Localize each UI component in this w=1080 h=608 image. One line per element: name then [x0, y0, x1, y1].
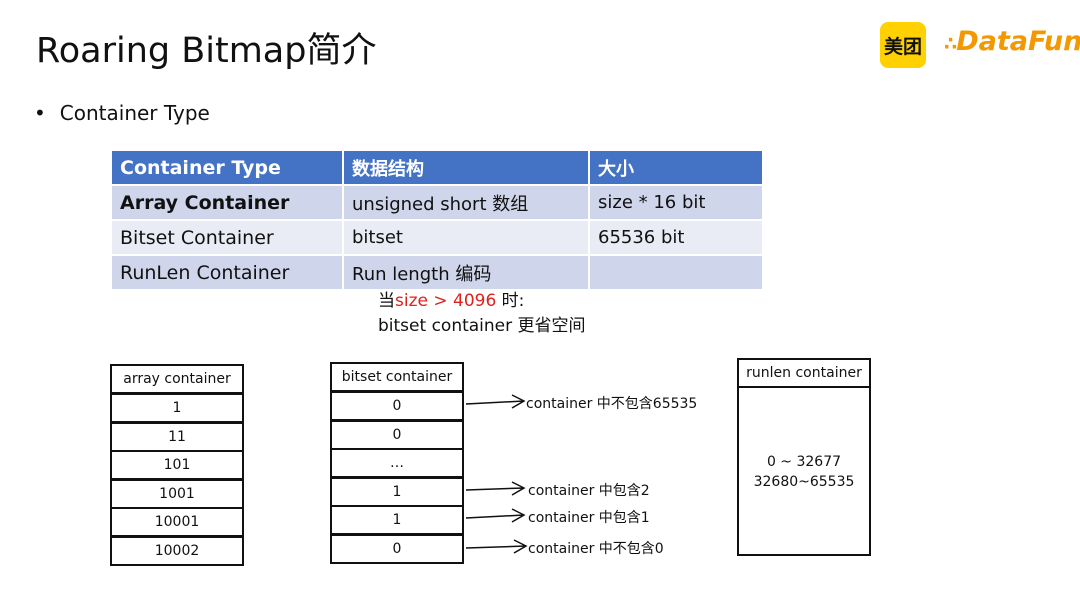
table-cell: RunLen Container [110, 254, 344, 291]
meituan-logo: 美团 [880, 22, 926, 68]
table-header-cell: 大小 [588, 149, 764, 186]
note-line-1: 当size > 4096 时: [378, 289, 586, 314]
table-cell: unsigned short 数组 [342, 184, 590, 221]
table-cell: Array Container [110, 184, 344, 221]
array-cell: 1001 [110, 479, 244, 509]
runlen-range-1: 0 ~ 32677 [766, 454, 842, 470]
arrow-1 [465, 508, 526, 523]
table-header-row: Container Type 数据结构 大小 [110, 149, 764, 186]
note-suffix: 时: [496, 291, 525, 311]
table-row: RunLen Container Run length 编码 [110, 254, 764, 291]
datafun-logo-text: DataFun. [956, 26, 1080, 57]
annotation-2: container 中包含2 [528, 483, 650, 499]
dots-icon: ∴ [944, 33, 957, 55]
annotation-65535: container 中不包含65535 [526, 396, 698, 412]
container-type-table: Container Type 数据结构 大小 Array Container u… [110, 149, 764, 291]
table-header-cell: Container Type [110, 149, 344, 186]
note-line-2: bitset container 更省空间 [378, 316, 586, 336]
runlen-range-2: 32680~65535 [753, 474, 855, 490]
arrow-0 [465, 539, 528, 554]
bitset-cell: 0 [330, 391, 464, 421]
note-prefix: 当 [378, 291, 395, 311]
bitset-cell: … [330, 448, 464, 478]
size-note: 当size > 4096 时: bitset container 更省空间 [378, 289, 586, 339]
table-cell: Bitset Container [110, 219, 344, 256]
runlen-container-header: runlen container [737, 358, 871, 388]
table-cell [588, 254, 764, 291]
table-header-cell: 数据结构 [342, 149, 590, 186]
bitset-cell: 1 [330, 477, 464, 507]
annotation-1: container 中包含1 [528, 510, 650, 526]
slide-title: Roaring Bitmap简介 [36, 31, 377, 71]
annotation-0: container 中不包含0 [528, 541, 664, 557]
bullet-item: • Container Type [34, 101, 210, 125]
array-cell: 10002 [110, 536, 244, 566]
table-cell: Run length 编码 [342, 254, 590, 291]
bullet-text: Container Type [59, 101, 210, 125]
table-cell: bitset [342, 219, 590, 256]
array-cell: 101 [110, 450, 244, 480]
table-row: Bitset Container bitset 65536 bit [110, 219, 764, 256]
bullet-dot-icon: • [34, 101, 46, 125]
datafun-logo: ∴DataFun. [944, 26, 1080, 57]
table-cell: size * 16 bit [588, 184, 764, 221]
table-row: Array Container unsigned short 数组 size *… [110, 184, 764, 221]
table-cell: 65536 bit [588, 219, 764, 256]
bitset-cell: 0 [330, 534, 464, 564]
note-condition: size > 4096 [395, 291, 497, 311]
arrow-2 [465, 481, 526, 496]
arrow-65535 [465, 394, 526, 409]
array-cell: 10001 [110, 507, 244, 537]
runlen-container-body: 0 ~ 32677 32680~65535 [737, 386, 871, 556]
